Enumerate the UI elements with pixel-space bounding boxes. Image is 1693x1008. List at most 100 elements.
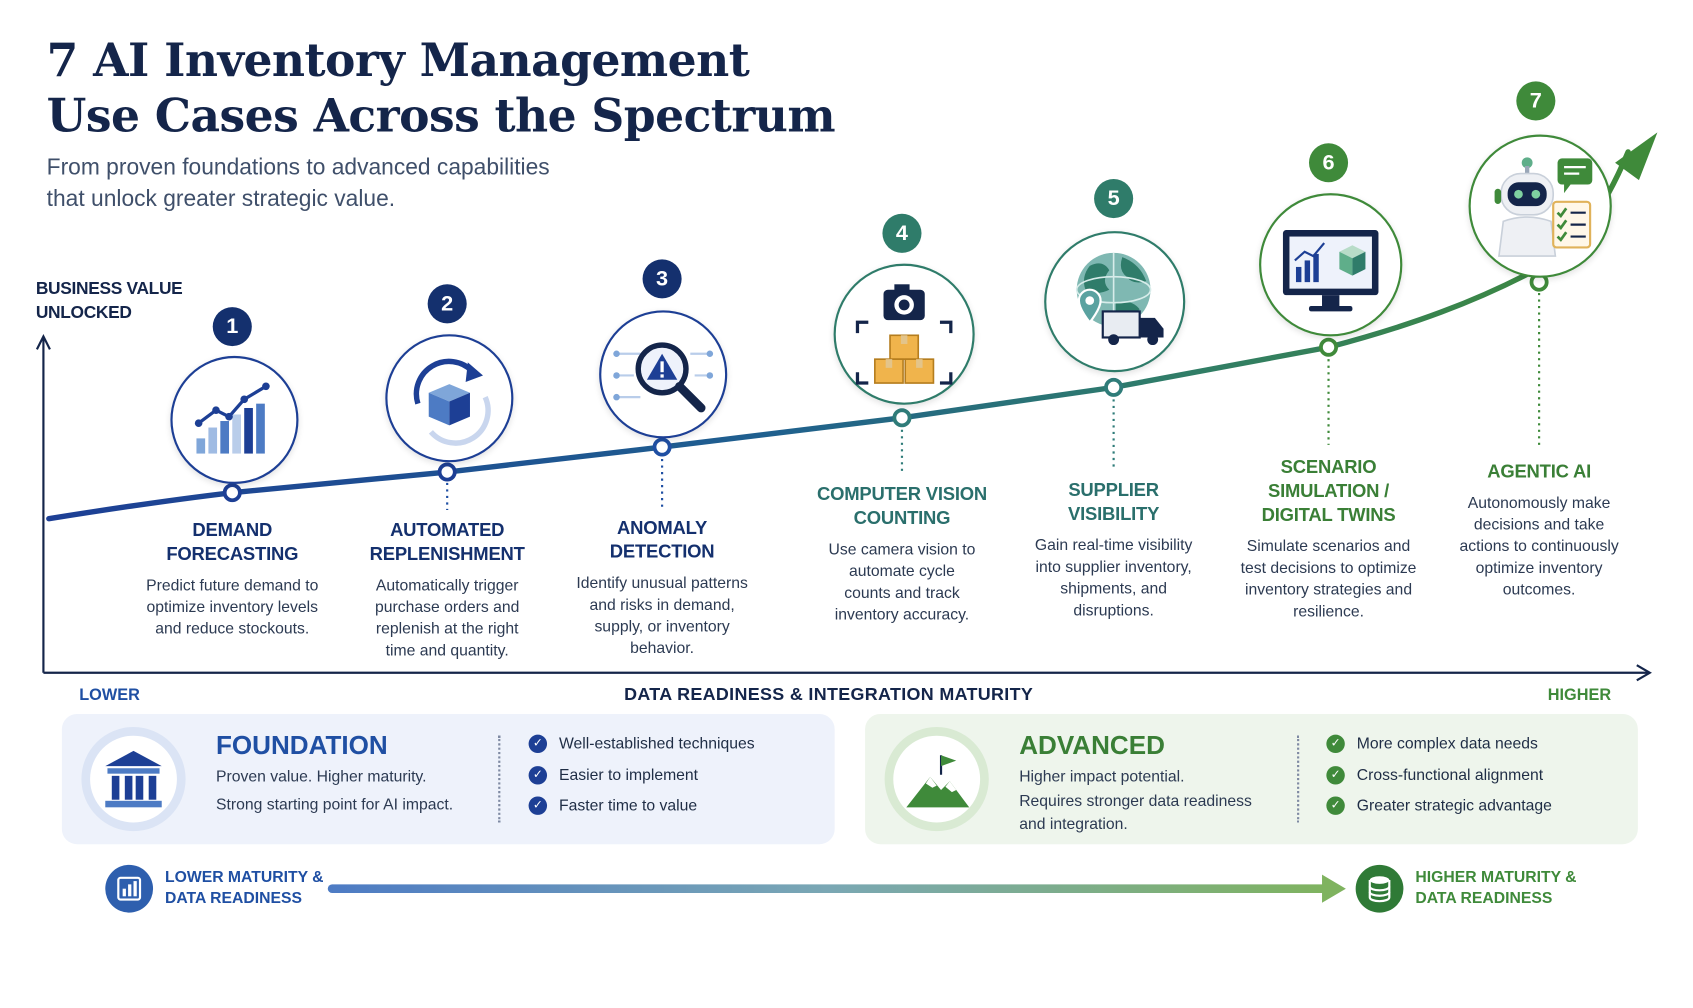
use-case-6-title-line-2: SIMULATION / <box>1267 480 1390 502</box>
globe-truck-icon <box>1075 252 1164 346</box>
advanced-line-1: Higher impact potential. <box>1019 768 1185 786</box>
check-circle-icon: ✓ <box>1326 796 1345 815</box>
foundation-panel: FOUNDATION Proven value. Higher maturity… <box>61 713 835 845</box>
y-axis-label: BUSINESS VALUE UNLOCKED <box>36 278 183 326</box>
y-axis-label-line-1: BUSINESS VALUE <box>35 279 183 299</box>
use-case-icon-ring-6 <box>1259 193 1403 337</box>
advanced-icon-circle <box>884 727 989 832</box>
use-case-7: AGENTIC AI Autonomously make decisions a… <box>1425 460 1653 601</box>
use-case-5-title-line-2: VISIBILITY <box>1068 503 1160 525</box>
y-axis-label-line-2: UNLOCKED <box>35 303 132 323</box>
check-circle-icon: ✓ <box>528 734 548 754</box>
foundation-check-2: ✓ Easier to implement <box>528 765 699 787</box>
use-case-2-title-line-1: AUTOMATED <box>390 519 505 541</box>
use-case-7-description: Autonomously make decisions and take act… <box>1459 494 1619 599</box>
use-case-6-description: Simulate scenarios and test decisions to… <box>1240 538 1417 621</box>
use-case-1-title-line-1: DEMAND <box>192 519 273 541</box>
check-circle-icon: ✓ <box>1326 766 1345 785</box>
use-case-icon-ring-3 <box>599 310 728 439</box>
use-case-1-description: Predict future demand to optimize invent… <box>146 577 319 639</box>
badge-2: 2 <box>427 284 467 324</box>
use-case-6-title-line-3: DIGITAL TWINS <box>1261 504 1396 526</box>
foundation-title: FOUNDATION <box>215 731 388 761</box>
use-case-3-description: Identify unusual patterns and risks in d… <box>576 575 748 658</box>
check-circle-icon: ✓ <box>528 796 548 815</box>
advanced-check-2: ✓Cross-functional alignment <box>1326 765 1543 787</box>
x-axis-title: DATA READINESS & INTEGRATION MATURITY <box>624 684 1034 705</box>
foundation-line-1: Proven value. Higher maturity. <box>215 768 427 786</box>
check-circle-icon: ✓ <box>1326 734 1345 754</box>
title-line-1: 7 AI Inventory Management <box>46 33 750 87</box>
box-refresh-icon <box>413 358 491 446</box>
badge-5: 5 <box>1094 179 1134 219</box>
use-case-2-title-line-2: REPLENISHMENT <box>369 543 525 565</box>
foundation-check-1: ✓ Well-established techniques <box>528 734 755 756</box>
use-case-icon-ring-5 <box>1044 231 1186 373</box>
curve-arrowhead <box>1615 132 1658 181</box>
use-case-3-title-line-2: DETECTION <box>609 541 715 563</box>
foundation-description: Proven value. Higher maturity. Strong st… <box>216 766 453 817</box>
x-axis-lower-label: LOWER <box>79 685 140 705</box>
advanced-description: Higher impact potential. Requires strong… <box>1019 766 1252 837</box>
advanced-line-3: and integration. <box>1019 815 1128 834</box>
camera-boxes-icon <box>855 284 953 385</box>
curve-node-2 <box>437 462 457 482</box>
mountain-flag-icon <box>906 755 970 808</box>
use-case-icon-ring-2 <box>385 334 514 463</box>
advanced-check-3: ✓ Greater strategic advantage <box>1326 795 1552 817</box>
badge-4: 4 <box>882 213 922 253</box>
use-case-4-title-line-2: COUNTING <box>853 507 951 529</box>
advanced-check-3-label: Greater strategic advantage <box>1356 797 1552 815</box>
bank-building-icon <box>105 750 162 808</box>
maturity-arrowhead <box>1322 874 1346 903</box>
advanced-divider <box>1297 735 1300 823</box>
use-case-1-title-line-2: FORECASTING <box>166 543 299 565</box>
use-case-7-title-line-1: AGENTIC AI <box>1487 461 1591 482</box>
badge-6: 6 <box>1308 143 1349 183</box>
foundation-line-2: Strong starting point for AI impact. <box>215 796 454 814</box>
use-case-icon-ring-4 <box>833 263 975 405</box>
maturity-gradient-bar <box>327 884 1327 894</box>
bar-chart-trend-icon <box>194 382 270 454</box>
use-case-2-description: Automatically trigger purchase orders an… <box>375 577 520 660</box>
check-circle-icon: ✓ <box>528 766 548 785</box>
curve-node-1 <box>222 483 242 503</box>
lower-maturity-line-2: DATA READINESS <box>164 889 302 908</box>
use-case-5-title-line-1: SUPPLIER <box>1068 479 1159 501</box>
advanced-line-2: Requires stronger data readiness <box>1019 793 1252 811</box>
use-case-6-title-line-1: SCENARIO <box>1280 456 1377 478</box>
foundation-check-1-label: Well-established techniques <box>558 735 755 754</box>
foundation-divider <box>498 735 501 823</box>
lower-maturity-icon-circle <box>105 864 154 913</box>
higher-maturity-line-1: HIGHER MATURITY & <box>1415 869 1577 887</box>
use-case-4-description: Use camera vision to automate cycle coun… <box>828 541 976 624</box>
use-case-icon-ring-1 <box>170 355 299 484</box>
lower-maturity-line-1: LOWER MATURITY & <box>164 869 324 887</box>
robot-checklist-icon <box>1494 157 1593 257</box>
monitor-cube-icon <box>1282 230 1379 312</box>
x-axis-arrow <box>1636 664 1652 682</box>
y-axis-arrow <box>35 333 51 350</box>
x-axis-higher-label: HIGHER <box>1547 685 1612 705</box>
foundation-check-3-label: Faster time to value <box>558 797 698 815</box>
higher-maturity-icon-circle <box>1355 864 1404 913</box>
page-subtitle: From proven foundations to advanced capa… <box>47 152 550 215</box>
title-line-2: Use Cases Across the Spectrum <box>46 88 836 143</box>
small-bar-chart-icon <box>117 876 142 901</box>
curve-node-4 <box>892 408 912 428</box>
badge-1: 1 <box>212 307 252 347</box>
magnifier-warning-icon <box>613 342 714 413</box>
badge-7: 7 <box>1516 81 1556 121</box>
database-icon <box>1368 876 1391 903</box>
use-case-5-description: Gain real-time visibility into supplier … <box>1034 537 1193 620</box>
use-case-icon-ring-7 <box>1468 134 1612 278</box>
foundation-check-2-label: Easier to implement <box>558 767 699 785</box>
lower-maturity-label: LOWER MATURITY & DATA READINESS <box>165 868 324 909</box>
use-case-3-title-line-1: ANOMALY <box>617 517 708 539</box>
advanced-panel: ADVANCED Higher impact potential. Requir… <box>865 713 1638 845</box>
